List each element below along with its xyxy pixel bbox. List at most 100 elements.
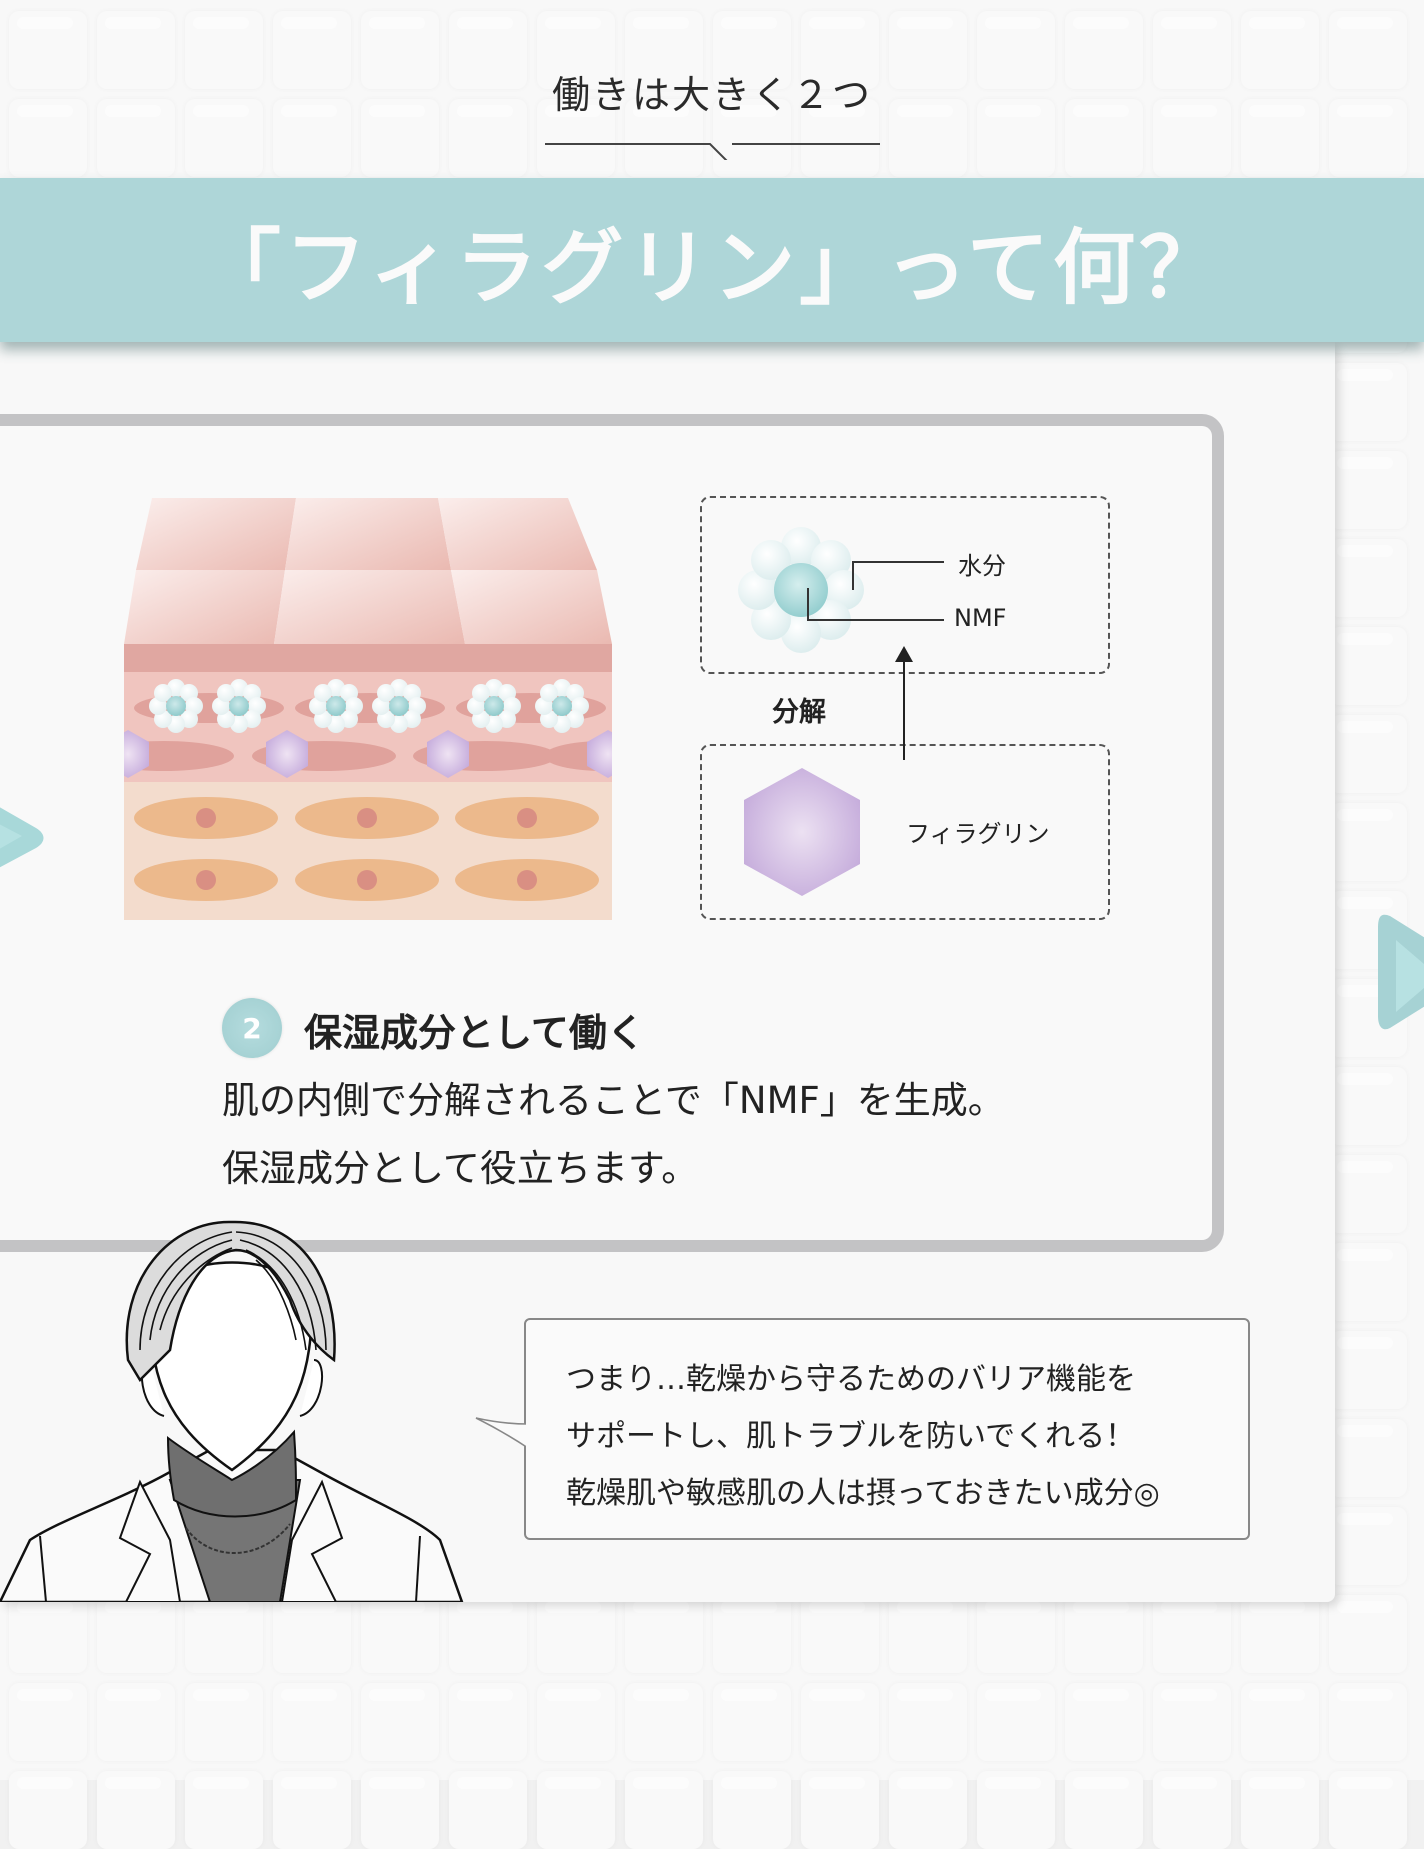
background-tile xyxy=(449,1595,527,1673)
background-tile xyxy=(273,1595,351,1673)
background-tile xyxy=(625,1683,703,1761)
background-tile xyxy=(801,1595,879,1673)
subtitle-underline xyxy=(545,143,880,160)
nmf-label: NMF xyxy=(954,604,1007,632)
background-tile xyxy=(1329,803,1407,881)
background-tile xyxy=(1329,1419,1407,1497)
background-tile xyxy=(977,1683,1055,1761)
point-title: 保湿成分として働く xyxy=(304,1011,645,1055)
background-tile xyxy=(537,99,615,177)
background-tile xyxy=(1329,451,1407,529)
background-tile xyxy=(1329,363,1407,441)
filaggrin-label: フィラグリン xyxy=(906,820,1050,848)
background-tile xyxy=(537,11,615,89)
background-tile xyxy=(1153,11,1231,89)
background-tile xyxy=(801,1771,879,1849)
background-tile xyxy=(977,1595,1055,1673)
background-tile xyxy=(185,11,263,89)
background-tile xyxy=(1241,1771,1319,1849)
filaggrin-hexagon-icon xyxy=(744,768,860,896)
background-tile xyxy=(537,1683,615,1761)
background-tile xyxy=(1329,1243,1407,1321)
background-tile xyxy=(1153,1595,1231,1673)
background-tile xyxy=(1241,1683,1319,1761)
background-tile xyxy=(9,11,87,89)
background-tile xyxy=(449,1683,527,1761)
water-label: 水分 xyxy=(958,552,1006,580)
bubble-line-1: つまり…乾燥から守るためのバリア機能を xyxy=(566,1362,1136,1397)
background-tile xyxy=(185,99,263,177)
background-tile xyxy=(1329,1507,1407,1585)
background-tile xyxy=(1329,1595,1407,1673)
background-tile xyxy=(9,1595,87,1673)
point-body-line-2: 保湿成分として役立ちます。 xyxy=(222,1147,699,1190)
background-tile xyxy=(1329,1683,1407,1761)
background-tile xyxy=(449,1771,527,1849)
background-tile xyxy=(1329,1067,1407,1145)
next-slide-arrow[interactable] xyxy=(1378,912,1424,1032)
background-tile xyxy=(1329,11,1407,89)
background-tile xyxy=(713,11,791,89)
background-tile xyxy=(1241,11,1319,89)
background-tile xyxy=(449,99,527,177)
background-tile xyxy=(625,11,703,89)
background-tile xyxy=(1153,99,1231,177)
bubble-line-3: 乾燥肌や敏感肌の人は摂っておきたい成分◎ xyxy=(566,1476,1160,1511)
background-tile xyxy=(361,1683,439,1761)
bubble-line-2: サポートし、肌トラブルを防いでくれる！ xyxy=(566,1419,1136,1454)
background-tile xyxy=(625,99,703,177)
background-tile xyxy=(1153,1683,1231,1761)
background-tile xyxy=(977,99,1055,177)
speech-bubble: つまり…乾燥から守るためのバリア機能を サポートし、肌トラブルを防いでくれる！ … xyxy=(524,1318,1250,1540)
background-tile xyxy=(537,1595,615,1673)
background-tile xyxy=(713,1595,791,1673)
background-tile xyxy=(97,11,175,89)
background-tile xyxy=(977,11,1055,89)
label-leader-lines xyxy=(807,561,944,760)
background-tile xyxy=(537,1771,615,1849)
background-tile xyxy=(1329,1771,1407,1849)
background-tile xyxy=(9,1683,87,1761)
skin-layer-illustration xyxy=(124,498,612,920)
background-tile xyxy=(97,1771,175,1849)
background-tile xyxy=(625,1771,703,1849)
point-number-badge: 2 xyxy=(222,998,282,1058)
background-tile xyxy=(273,99,351,177)
nmf-breakdown-diagram: 水分 NMF 分解 フィラグリン xyxy=(696,494,1112,924)
background-tile xyxy=(361,1595,439,1673)
background-tile xyxy=(625,1595,703,1673)
background-tile xyxy=(9,99,87,177)
background-tile xyxy=(1329,539,1407,617)
background-tile xyxy=(713,1683,791,1761)
point-body-line-1: 肌の内側で分解されることで「NMF」を生成。 xyxy=(222,1079,1005,1122)
background-tile xyxy=(449,11,527,89)
triangle-left-icon xyxy=(0,807,44,868)
background-tile xyxy=(1065,99,1143,177)
speech-bubble-tail xyxy=(475,1417,530,1450)
background-tile xyxy=(1065,1683,1143,1761)
background-tile xyxy=(273,1771,351,1849)
title-banner: 「フィラグリン」って何？ xyxy=(0,178,1424,342)
background-tile xyxy=(185,1595,263,1673)
background-tile xyxy=(1329,1331,1407,1409)
background-tile xyxy=(361,99,439,177)
background-tile xyxy=(1241,1595,1319,1673)
background-tile xyxy=(889,1683,967,1761)
background-tile xyxy=(713,1771,791,1849)
background-tile xyxy=(889,1771,967,1849)
background-tile xyxy=(1329,627,1407,705)
background-tile xyxy=(801,11,879,89)
background-tile xyxy=(9,1771,87,1849)
background-tile xyxy=(713,99,791,177)
page-title: 「フィラグリン」って何？ xyxy=(198,220,1226,316)
background-tile xyxy=(977,1771,1055,1849)
background-tile xyxy=(185,1683,263,1761)
breakdown-label: 分解 xyxy=(772,697,826,728)
background-tile xyxy=(273,1683,351,1761)
prev-slide-arrow[interactable] xyxy=(0,792,46,880)
background-tile xyxy=(97,1683,175,1761)
background-tile xyxy=(1153,1771,1231,1849)
background-tile xyxy=(361,1771,439,1849)
background-tile xyxy=(889,1595,967,1673)
background-tile xyxy=(801,1683,879,1761)
